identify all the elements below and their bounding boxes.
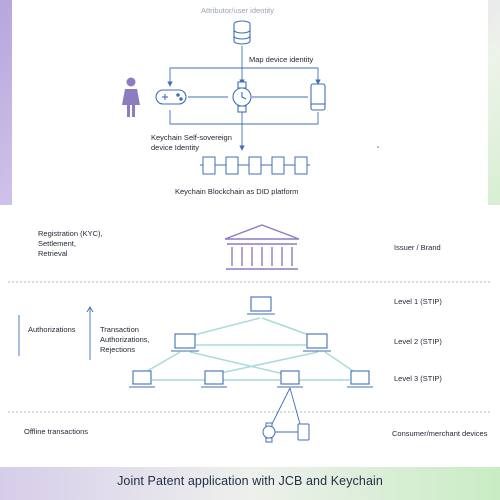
blockchain-icon [200, 156, 310, 175]
laptop-icon-level2-right [303, 333, 331, 352]
laptop-icon-level3-1 [129, 370, 155, 388]
transaction-label: Transaction Authorizations, Rejections [100, 325, 150, 354]
level2-label: Level 2 (STIP) [394, 337, 442, 346]
offline-transactions-label: Offline transactions [24, 427, 89, 436]
laptop-icon-level3-2 [201, 370, 227, 388]
database-icon [233, 20, 251, 45]
phone-icon [310, 83, 326, 111]
map-device-identity-label: Map device identity [249, 55, 314, 64]
laptop-icon-level3-3 [277, 370, 303, 388]
registration-label: Registration (KYC), Settlement, Retrieva… [38, 229, 103, 258]
dot-marker [377, 146, 379, 148]
laptop-icon-level3-4 [347, 370, 373, 388]
caption-bar [0, 467, 500, 500]
keychain-identity-label: Keychain Self-sovereign device Identity [151, 133, 232, 152]
gamepad-icon [155, 89, 187, 105]
payment-network-panel [0, 205, 500, 467]
bank-icon [224, 224, 300, 270]
watch-icon [232, 81, 252, 113]
tablet-icon-consumer [297, 423, 310, 441]
issuer-brand-label: Issuer / Brand [394, 243, 441, 252]
laptop-icon-level2-left [171, 333, 199, 352]
level-dividers [8, 281, 492, 413]
level1-label: Level 1 (STIP) [394, 297, 442, 306]
attributor-label: Attributor/user identity [201, 6, 274, 15]
level3-label: Level 3 (STIP) [394, 374, 442, 383]
laptop-icon-level1 [247, 296, 275, 315]
blockchain-platform-label: Keychain Blockchain as DID platform [175, 187, 299, 196]
authorizations-label: Authorizations [28, 325, 76, 334]
device-links [271, 387, 301, 433]
consumer-devices-label: Consumer/merchant devices [392, 429, 488, 438]
transaction-arrow [86, 306, 94, 360]
top-connectors [167, 46, 321, 151]
caption-text: Joint Patent application with JCB and Ke… [117, 474, 383, 488]
person-icon [122, 77, 140, 117]
network-links [143, 317, 357, 381]
watch-icon-consumer [262, 422, 276, 443]
